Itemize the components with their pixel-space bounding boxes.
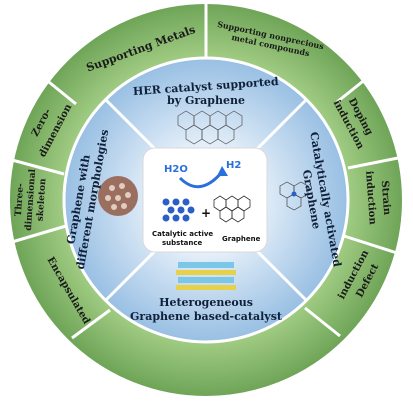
outer-3d-line3: skeleton [36,178,49,222]
label-catalytic-line1: Catalytic active [152,230,213,238]
graphene-sheet-icon [213,195,251,223]
reaction-arrow-head [217,166,228,176]
porous-sphere-image [98,176,138,216]
outer-3d-line1: Three- [14,183,26,217]
catalytic-particles-icon [162,198,195,222]
inner-bottom-line1: Heterogeneous [159,296,253,309]
inner-dividers [104,98,308,302]
formula-right: H2 [226,160,241,171]
doped-graphene-image [279,181,309,211]
layered-heterostructure-image [176,262,236,290]
formula-left: H2O [164,164,188,175]
outer-dividers [11,3,399,340]
label-catalytic-line2: substance [162,239,203,247]
graphene-mesh-image [177,110,243,145]
label-graphene: Graphene [222,235,261,243]
outer-strain-line2: induction [363,171,378,226]
outer-3d-line2: dimensional [24,168,38,231]
center-panel [142,147,268,253]
inner-bottom-line2: Graphene based-catalyst [130,310,283,323]
plus-sign: + [201,206,211,220]
inner-top-line2: by Graphene [167,94,245,107]
outer-strain-line1: Strain [379,180,392,216]
